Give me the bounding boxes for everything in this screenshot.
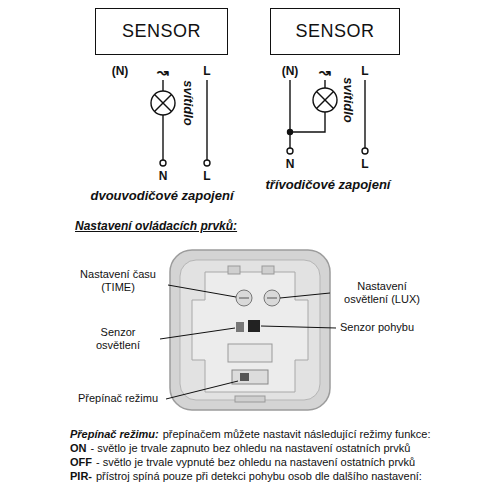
clip: [262, 266, 274, 274]
sensor-box: SENSOR: [270, 8, 400, 55]
diagram-caption: třívodičové zapojení: [266, 178, 391, 193]
clip: [235, 396, 265, 402]
box-label: SENSOR: [122, 21, 201, 42]
callout-label: Přepínač režimu: [78, 392, 158, 405]
time-knob: [236, 290, 252, 306]
terminal-label: (N): [112, 65, 129, 79]
terminal: [160, 160, 166, 166]
callout-label: Nastavení času (TIME): [72, 268, 164, 293]
sensor-box: SENSOR: [95, 8, 228, 55]
section-heading: Nastavení ovládacích prvků:: [75, 220, 237, 234]
lux-knob: [264, 290, 280, 306]
callout-label: Senzor pohybu: [340, 321, 414, 334]
terminal-label: (N): [282, 65, 299, 79]
mode-name: ON: [70, 442, 87, 455]
leader-line: [280, 293, 330, 298]
lamp-cross: [317, 92, 334, 109]
terminal-label: L: [203, 170, 210, 184]
lamp-symbol: [151, 91, 175, 115]
mode-name: OFF: [70, 456, 92, 469]
terminal-label: ↝: [319, 64, 331, 80]
terminal-label: N: [286, 158, 295, 172]
wire: [162, 115, 163, 160]
knob-slot: [267, 298, 277, 299]
terminal: [287, 148, 293, 154]
note-text: - světlo je trvale vypnuté bez ohledu na…: [96, 456, 415, 469]
wire: [324, 80, 325, 88]
note-heading: Přepínač režimu:: [70, 428, 159, 441]
switch-knob: [240, 373, 249, 381]
wiring-left: [151, 80, 210, 166]
leader-line: [261, 326, 336, 328]
callout-label: Senzor osvětlení: [82, 326, 154, 351]
leader-line: [160, 328, 235, 339]
terminal-label: ↝: [157, 64, 169, 80]
terminal-label: L: [361, 65, 368, 79]
callout-label: Nastavení osvětlení (LUX): [334, 280, 430, 305]
terminal-label: N: [159, 170, 168, 184]
wiring-right: [287, 80, 368, 154]
wire: [162, 80, 163, 91]
wire: [206, 80, 207, 160]
mode-name: PIR-: [70, 470, 92, 483]
note-text: přístroj spíná pouze při detekci pohybu …: [96, 470, 422, 483]
leader-line: [168, 285, 236, 297]
wire: [290, 112, 325, 132]
lamp-symbol: [313, 88, 337, 112]
plate-slot: [228, 344, 272, 362]
knob-slot: [239, 298, 249, 299]
mode-switch: [232, 370, 268, 384]
terminal: [362, 148, 368, 154]
motion-sensor: [248, 320, 260, 332]
wire: [289, 80, 290, 148]
leader-lines: [160, 285, 336, 399]
note-text: přepínačem můžete nastavit následující r…: [163, 428, 431, 441]
device-frame: [170, 250, 330, 410]
note-text: - světlo je trvale zapnuto bez ohledu na…: [91, 442, 411, 455]
diagram-caption: dvouvodičové zapojení: [90, 189, 233, 204]
lamp-label: svítidlo: [181, 80, 196, 126]
terminal-label: L: [361, 158, 368, 172]
device-photo: [170, 250, 330, 410]
light-sensor: [236, 322, 244, 332]
leader-line: [166, 381, 238, 399]
lamp-label: svítidlo: [341, 77, 356, 123]
lamp-cross: [155, 95, 172, 112]
junction-dot: [288, 130, 293, 135]
device-face: [180, 260, 320, 400]
lamp-cross: [317, 92, 334, 109]
clip: [228, 266, 240, 274]
box-label: SENSOR: [295, 21, 374, 42]
wire: [364, 80, 365, 148]
terminal: [204, 160, 210, 166]
lamp-cross: [155, 95, 172, 112]
terminal-label: L: [203, 65, 210, 79]
